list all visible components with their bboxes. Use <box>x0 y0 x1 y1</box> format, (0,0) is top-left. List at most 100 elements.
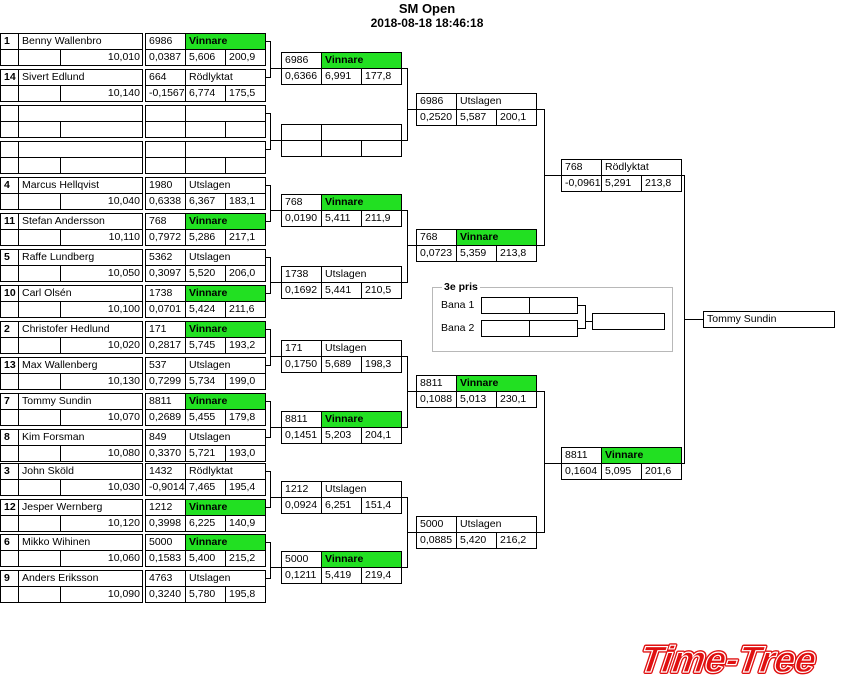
result-cell[interactable]: Rödlyktat <box>185 69 266 86</box>
dial-in-cell[interactable]: 10,030 <box>60 479 143 496</box>
result-cell[interactable]: Vinnare <box>456 229 537 246</box>
car-id-cell[interactable]: 664 <box>145 69 186 86</box>
speed-cell[interactable]: 217,1 <box>225 229 266 246</box>
reaction-time-cell[interactable]: 0,7299 <box>145 373 186 390</box>
reaction-time-cell[interactable]: 0,3097 <box>145 265 186 282</box>
reaction-time-cell[interactable]: 0,2817 <box>145 337 186 354</box>
reaction-time-cell[interactable]: 0,3370 <box>145 445 186 462</box>
result-cell[interactable]: Vinnare <box>321 551 402 568</box>
reaction-time-cell[interactable]: -0,1567 <box>145 85 186 102</box>
result-cell[interactable]: Vinnare <box>321 194 402 211</box>
result-cell[interactable]: Rödlyktat <box>601 159 682 176</box>
speed-cell[interactable]: 213,8 <box>641 175 682 192</box>
seed-cell[interactable]: 8 <box>0 429 19 446</box>
speed-cell[interactable]: 183,1 <box>225 193 266 210</box>
seed-cell[interactable]: 3 <box>0 463 19 480</box>
champion-cell[interactable]: Tommy Sundin <box>703 311 835 328</box>
seed-cell[interactable] <box>0 105 19 122</box>
reaction-time-cell[interactable]: -0,9014 <box>145 479 186 496</box>
seed-cell[interactable]: 4 <box>0 177 19 194</box>
dial-in-cell[interactable]: 10,140 <box>60 85 143 102</box>
elapsed-time-cell[interactable]: 5,420 <box>456 532 497 549</box>
driver-name-cell[interactable]: Sivert Edlund <box>18 69 143 86</box>
speed-cell[interactable]: 210,5 <box>361 282 402 299</box>
car-id-cell[interactable]: 768 <box>281 194 322 211</box>
result-cell[interactable]: Vinnare <box>321 52 402 69</box>
dial-in-cell[interactable] <box>60 121 143 138</box>
dial-in-cell[interactable]: 10,120 <box>60 515 143 532</box>
car-id-cell[interactable]: 768 <box>416 229 457 246</box>
elapsed-time-cell[interactable] <box>185 157 226 174</box>
lane-1-id-cell[interactable] <box>481 297 530 314</box>
car-id-cell[interactable]: 5000 <box>281 551 322 568</box>
reaction-time-cell[interactable]: 0,6366 <box>281 68 322 85</box>
reaction-time-cell[interactable]: 0,0723 <box>416 245 457 262</box>
seed-cell[interactable]: 10 <box>0 285 19 302</box>
car-id-cell[interactable]: 768 <box>561 159 602 176</box>
car-id-cell[interactable]: 1738 <box>281 266 322 283</box>
elapsed-time-cell[interactable]: 6,367 <box>185 193 226 210</box>
reaction-time-cell[interactable]: 0,1750 <box>281 356 322 373</box>
result-cell[interactable]: Utslagen <box>185 357 266 374</box>
speed-cell[interactable]: 219,4 <box>361 567 402 584</box>
speed-cell[interactable]: 216,2 <box>496 532 537 549</box>
elapsed-time-cell[interactable]: 6,774 <box>185 85 226 102</box>
driver-name-cell[interactable]: Tommy Sundin <box>18 393 143 410</box>
reaction-time-cell[interactable]: 0,3240 <box>145 586 186 603</box>
seed-cell[interactable]: 12 <box>0 499 19 516</box>
speed-cell[interactable] <box>225 121 266 138</box>
car-id-cell[interactable]: 849 <box>145 429 186 446</box>
reaction-time-cell[interactable]: 0,3998 <box>145 515 186 532</box>
dial-in-cell[interactable]: 10,040 <box>60 193 143 210</box>
speed-cell[interactable]: 193,0 <box>225 445 266 462</box>
elapsed-time-cell[interactable]: 5,520 <box>185 265 226 282</box>
speed-cell[interactable]: 201,6 <box>641 463 682 480</box>
elapsed-time-cell[interactable]: 6,991 <box>321 68 362 85</box>
seed-cell[interactable]: 5 <box>0 249 19 266</box>
seed-cell[interactable]: 13 <box>0 357 19 374</box>
car-id-cell[interactable]: 5362 <box>145 249 186 266</box>
third-place-winner-cell[interactable] <box>592 313 665 330</box>
dial-in-cell[interactable]: 10,060 <box>60 550 143 567</box>
speed-cell[interactable]: 211,9 <box>361 210 402 227</box>
elapsed-time-cell[interactable] <box>321 140 362 157</box>
elapsed-time-cell[interactable]: 7,465 <box>185 479 226 496</box>
elapsed-time-cell[interactable]: 5,286 <box>185 229 226 246</box>
result-cell[interactable]: Utslagen <box>185 429 266 446</box>
dial-in-cell[interactable]: 10,080 <box>60 445 143 462</box>
dial-in-cell[interactable]: 10,110 <box>60 229 143 246</box>
elapsed-time-cell[interactable] <box>185 121 226 138</box>
car-id-cell[interactable]: 4763 <box>145 570 186 587</box>
reaction-time-cell[interactable]: -0,0961 <box>561 175 602 192</box>
result-cell[interactable] <box>185 105 266 122</box>
reaction-time-cell[interactable]: 0,7972 <box>145 229 186 246</box>
reaction-time-cell[interactable]: 0,1583 <box>145 550 186 567</box>
reaction-time-cell[interactable]: 0,2520 <box>416 109 457 126</box>
driver-name-cell[interactable]: Kim Forsman <box>18 429 143 446</box>
elapsed-time-cell[interactable]: 5,400 <box>185 550 226 567</box>
speed-cell[interactable]: 177,8 <box>361 68 402 85</box>
result-cell[interactable]: Utslagen <box>185 177 266 194</box>
driver-name-cell[interactable]: Benny Wallenbro <box>18 33 143 50</box>
reaction-time-cell[interactable]: 0,0701 <box>145 301 186 318</box>
seed-cell[interactable]: 11 <box>0 213 19 230</box>
driver-name-cell[interactable]: Jesper Wernberg <box>18 499 143 516</box>
reaction-time-cell[interactable]: 0,2689 <box>145 409 186 426</box>
speed-cell[interactable]: 198,3 <box>361 356 402 373</box>
dial-in-cell[interactable]: 10,010 <box>60 49 143 66</box>
driver-name-cell[interactable]: Mikko Wihinen <box>18 534 143 551</box>
seed-cell[interactable] <box>0 141 19 158</box>
car-id-cell[interactable]: 1212 <box>281 481 322 498</box>
speed-cell[interactable]: 195,4 <box>225 479 266 496</box>
elapsed-time-cell[interactable]: 5,689 <box>321 356 362 373</box>
car-id-cell[interactable]: 8811 <box>416 375 457 392</box>
driver-name-cell[interactable]: Max Wallenberg <box>18 357 143 374</box>
result-cell[interactable]: Vinnare <box>185 499 266 516</box>
elapsed-time-cell[interactable]: 5,745 <box>185 337 226 354</box>
dial-in-cell[interactable]: 10,100 <box>60 301 143 318</box>
reaction-time-cell[interactable] <box>145 157 186 174</box>
reaction-time-cell[interactable]: 0,0924 <box>281 497 322 514</box>
reaction-time-cell[interactable]: 0,0387 <box>145 49 186 66</box>
elapsed-time-cell[interactable]: 6,251 <box>321 497 362 514</box>
elapsed-time-cell[interactable]: 5,424 <box>185 301 226 318</box>
